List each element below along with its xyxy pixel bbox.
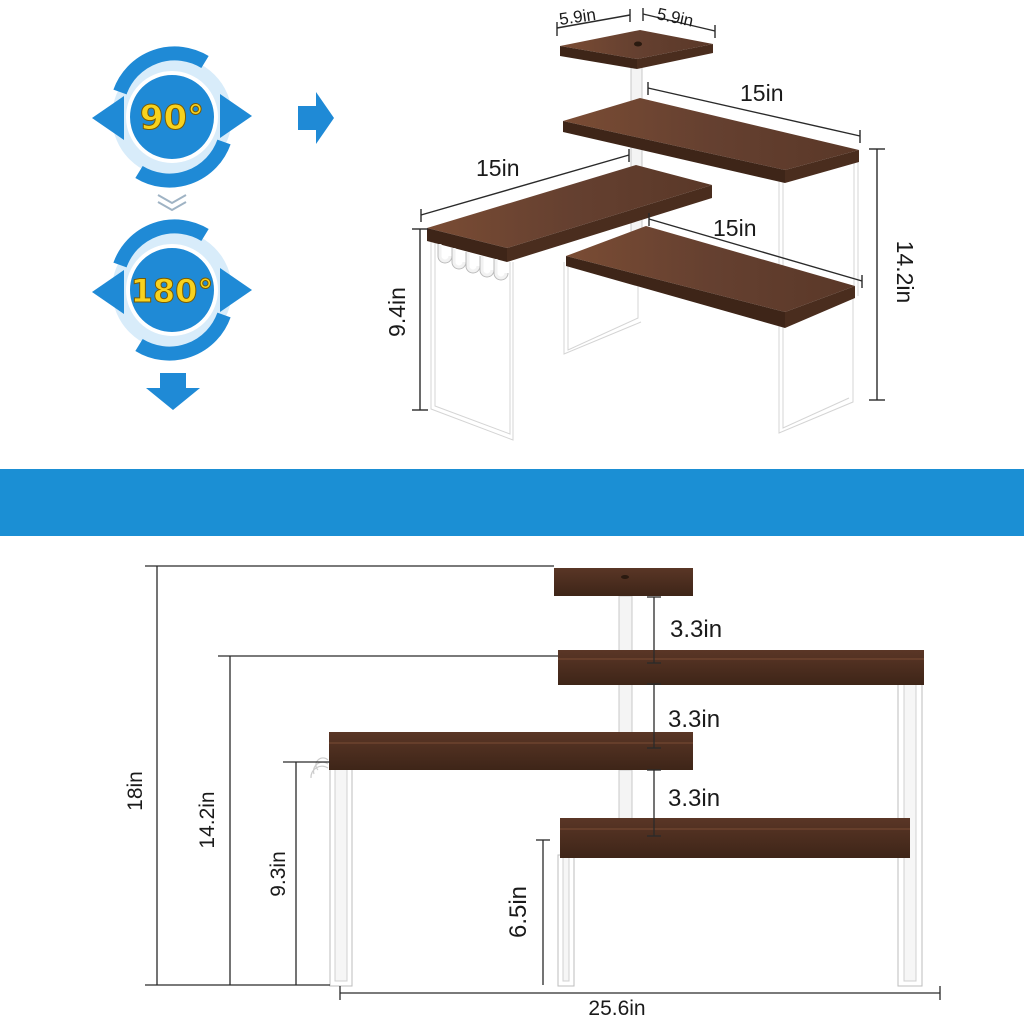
badge-core (126, 244, 218, 336)
center-pole (618, 595, 633, 657)
pole-hole (634, 41, 642, 47)
dim-label-left-height: 9.3in (267, 851, 290, 897)
rotation-badge-180: 180° (92, 219, 252, 361)
arrow-down-icon (146, 373, 200, 410)
rotate-arc-icon (135, 312, 231, 361)
lower-right-shelf (560, 818, 910, 858)
dim-label-upper-shelf-length: 15in (740, 80, 783, 106)
dim-label-gap-2: 3.3in (668, 706, 720, 733)
arrow-right-icon (220, 268, 252, 312)
dim-label-gap-3: 3.3in (668, 785, 720, 812)
shelf-rotated-view: 5.9in 5.9in 15in 15in 15in 9.4in 14.2in (384, 4, 918, 441)
dim-label-total-height: 18in (124, 771, 147, 811)
pole-hole (621, 575, 629, 579)
dim-label-top-right-width: 5.9in (655, 4, 695, 30)
chevron-down-icon (157, 194, 187, 212)
badge-label-180: 180° (131, 272, 214, 310)
hook-icon (438, 244, 508, 280)
left-shelf (427, 165, 712, 248)
dim-label-total-width: 25.6in (588, 997, 645, 1018)
rotate-arc-icon (113, 219, 209, 268)
left-shelf (329, 732, 693, 770)
dim-label-lower-shelf-length: 15in (713, 215, 756, 241)
upper-right-shelf (558, 650, 924, 685)
arrow-right-icon (298, 92, 334, 144)
dim-label-lower-height: 6.5in (505, 886, 532, 938)
dim-label-mid-height: 14.2in (196, 791, 219, 848)
lower-right-shelf (566, 226, 855, 312)
dim-label-right-height: 14.2in (892, 241, 918, 304)
dim-label-gap-1: 3.3in (670, 616, 722, 643)
arrow-right-icon (220, 94, 252, 138)
upper-right-shelf (563, 98, 859, 170)
dimension-lines (412, 8, 885, 411)
dim-label-left-shelf-length: 15in (476, 155, 519, 181)
badge-core (126, 71, 218, 163)
shelf-extended-view: 3.3in 3.3in 3.3in 18in 14.2in 9.3in 6.5i… (124, 565, 941, 1018)
rotate-arc-icon (135, 139, 231, 188)
dimension-lines (145, 565, 941, 1000)
rotate-arc-icon (113, 46, 209, 95)
badge-label-90: 90° (140, 98, 204, 138)
dim-label-left-height: 9.4in (384, 287, 410, 337)
arrow-left-icon (92, 270, 124, 314)
divider-band (0, 469, 1024, 536)
center-pole (618, 683, 633, 737)
arrow-left-icon (92, 96, 124, 140)
rotation-badge-90: 90° (92, 46, 252, 188)
top-small-shelf (554, 568, 693, 596)
dim-label-top-left-width: 5.9in (558, 5, 597, 29)
hook-icon (310, 757, 329, 779)
